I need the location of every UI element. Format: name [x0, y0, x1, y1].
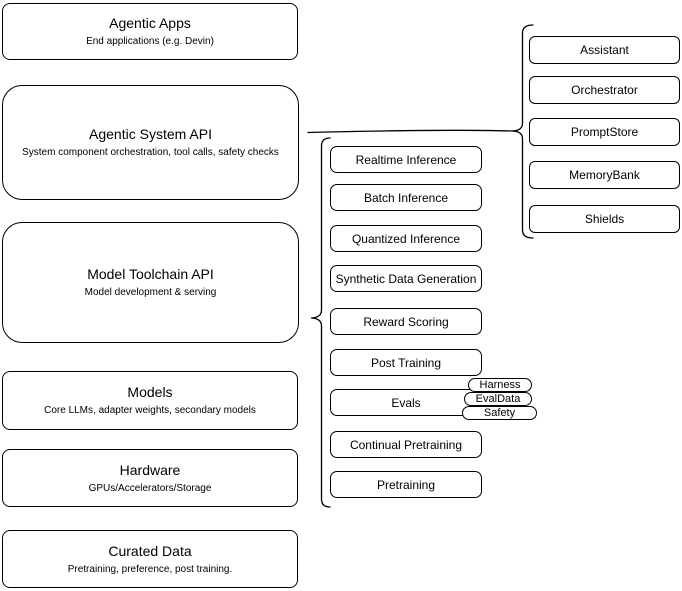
node-realtime-inference: Realtime Inference	[330, 146, 482, 173]
node-synthetic-data-generation: Synthetic Data Generation	[330, 265, 482, 292]
node-quantized-inference: Quantized Inference	[330, 225, 482, 252]
node-pretraining: Pretraining	[330, 471, 482, 498]
node-title: Curated Data	[108, 542, 192, 559]
node-title: Model Toolchain API	[87, 266, 214, 282]
node-memorybank: MemoryBank	[529, 161, 680, 189]
node-title: Models	[127, 384, 173, 400]
node-reward-scoring: Reward Scoring	[330, 308, 482, 335]
node-subtitle: Pretraining, preference, post training.	[67, 563, 233, 575]
node-hardware: Hardware GPUs/Accelerators/Storage	[2, 449, 298, 507]
pill-evaldata: EvalData	[464, 392, 532, 406]
node-agentic-apps: Agentic Apps End applications (e.g. Devi…	[2, 3, 298, 60]
node-evals: Evals	[330, 389, 482, 416]
node-agentic-system-api: Agentic System API System component orch…	[2, 85, 299, 200]
toolchain-curly-brace	[310, 137, 331, 508]
node-subtitle: Model development & serving	[84, 287, 217, 298]
node-assistant: Assistant	[529, 36, 680, 64]
line-system-api-to-components	[307, 129, 514, 134]
pill-harness: Harness	[468, 378, 532, 392]
node-title: Hardware	[119, 461, 181, 478]
node-curated-data: Curated Data Pretraining, preference, po…	[2, 530, 298, 588]
node-batch-inference: Batch Inference	[330, 184, 482, 211]
node-title: Agentic Apps	[109, 15, 191, 31]
node-orchestrator: Orchestrator	[529, 76, 680, 104]
node-subtitle: Core LLMs, adapter weights, secondary mo…	[44, 405, 256, 416]
node-continual-pretraining: Continual Pretraining	[330, 431, 482, 458]
node-promptstore: PromptStore	[529, 118, 680, 146]
node-shields: Shields	[529, 205, 680, 233]
pill-safety: Safety	[462, 406, 537, 420]
node-subtitle: System component orchestration, tool cal…	[22, 147, 279, 158]
node-models: Models Core LLMs, adapter weights, secon…	[2, 371, 298, 430]
node-subtitle: GPUs/Accelerators/Storage	[88, 482, 212, 494]
node-title: Agentic System API	[89, 126, 212, 142]
node-subtitle: End applications (e.g. Devin)	[86, 36, 214, 47]
node-post-training: Post Training	[330, 349, 482, 376]
node-model-toolchain-api: Model Toolchain API Model development & …	[2, 222, 299, 343]
